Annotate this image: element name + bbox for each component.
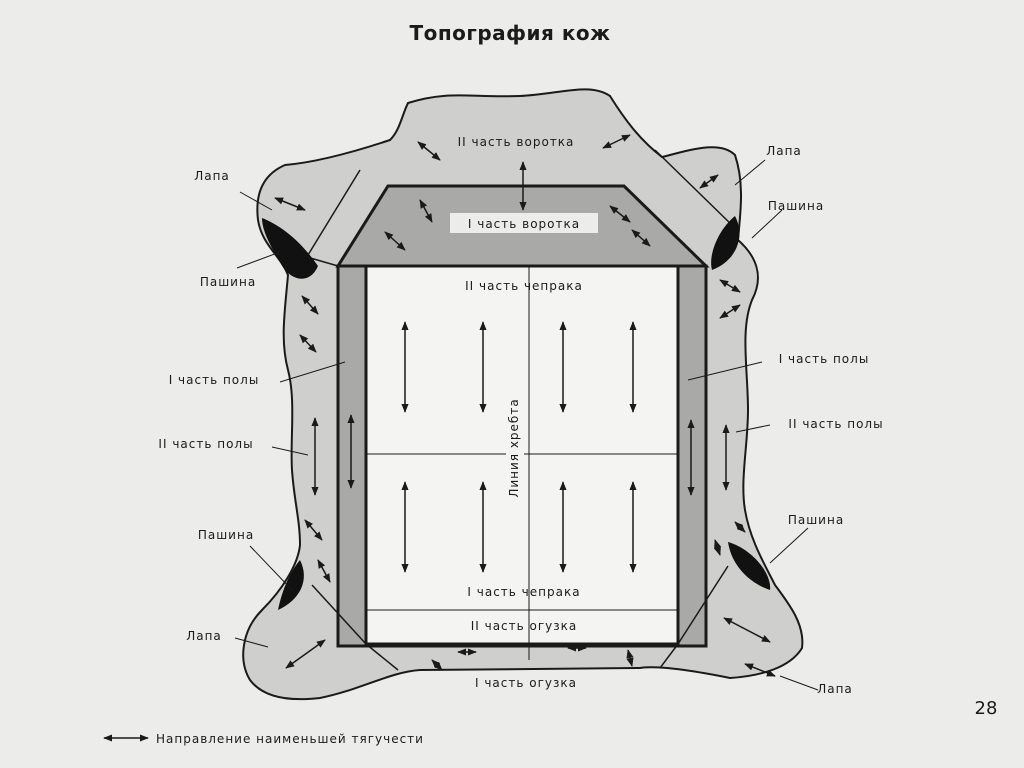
label-lapa-top-right: Лапа — [766, 144, 802, 158]
spine-label-bg — [506, 385, 524, 510]
diagram-title: Топография кож — [409, 21, 610, 45]
pashina-spots — [262, 216, 771, 610]
label-vorotok-1-bg — [450, 213, 598, 233]
label-pola-1-left: I часть полы — [169, 373, 260, 387]
label-lapa-bottom-left: Лапа — [186, 629, 222, 643]
label-oguzok-2: II часть огузка — [471, 619, 578, 633]
label-vorotok-2: II часть воротка — [458, 135, 575, 149]
label-pola-1-right: I часть полы — [779, 352, 870, 366]
label-pola-2-right: II часть полы — [788, 417, 883, 431]
pola-1-right-band — [677, 265, 707, 647]
label-oguzok-1: I часть огузка — [475, 676, 577, 690]
label-lapa-bottom-right: Лапа — [817, 682, 853, 696]
label-lapa-top-left: Лапа — [194, 169, 230, 183]
label-cheprak-1: I часть чепрака — [467, 585, 580, 599]
pashina-spot-bottom-left — [278, 560, 304, 610]
page-number: 28 — [975, 698, 998, 719]
label-pashina-bottom-left: Пашина — [198, 528, 254, 542]
pashina-spot-top-right — [711, 216, 740, 270]
pashina-spot-bottom-right — [728, 542, 771, 590]
tension-arrows — [274, 134, 776, 677]
leader-lines — [234, 159, 819, 691]
pashina-spot-top-left — [262, 218, 318, 279]
label-pashina-top-left: Пашина — [200, 275, 256, 289]
core-frame — [336, 264, 708, 648]
pola-1-left-band — [337, 265, 367, 647]
label-spine: Линия хребта — [507, 398, 521, 497]
label-cheprak-2: II часть чепрака — [465, 279, 583, 293]
label-pashina-bottom-right: Пашина — [788, 513, 844, 527]
label-pashina-top-right: Пашина — [768, 199, 824, 213]
label-vorotok-1: I часть воротка — [468, 217, 580, 231]
corner-lines — [299, 149, 736, 671]
label-pola-2-left: II часть полы — [158, 437, 253, 451]
legend-text: Направление наименьшей тягучести — [156, 732, 424, 746]
